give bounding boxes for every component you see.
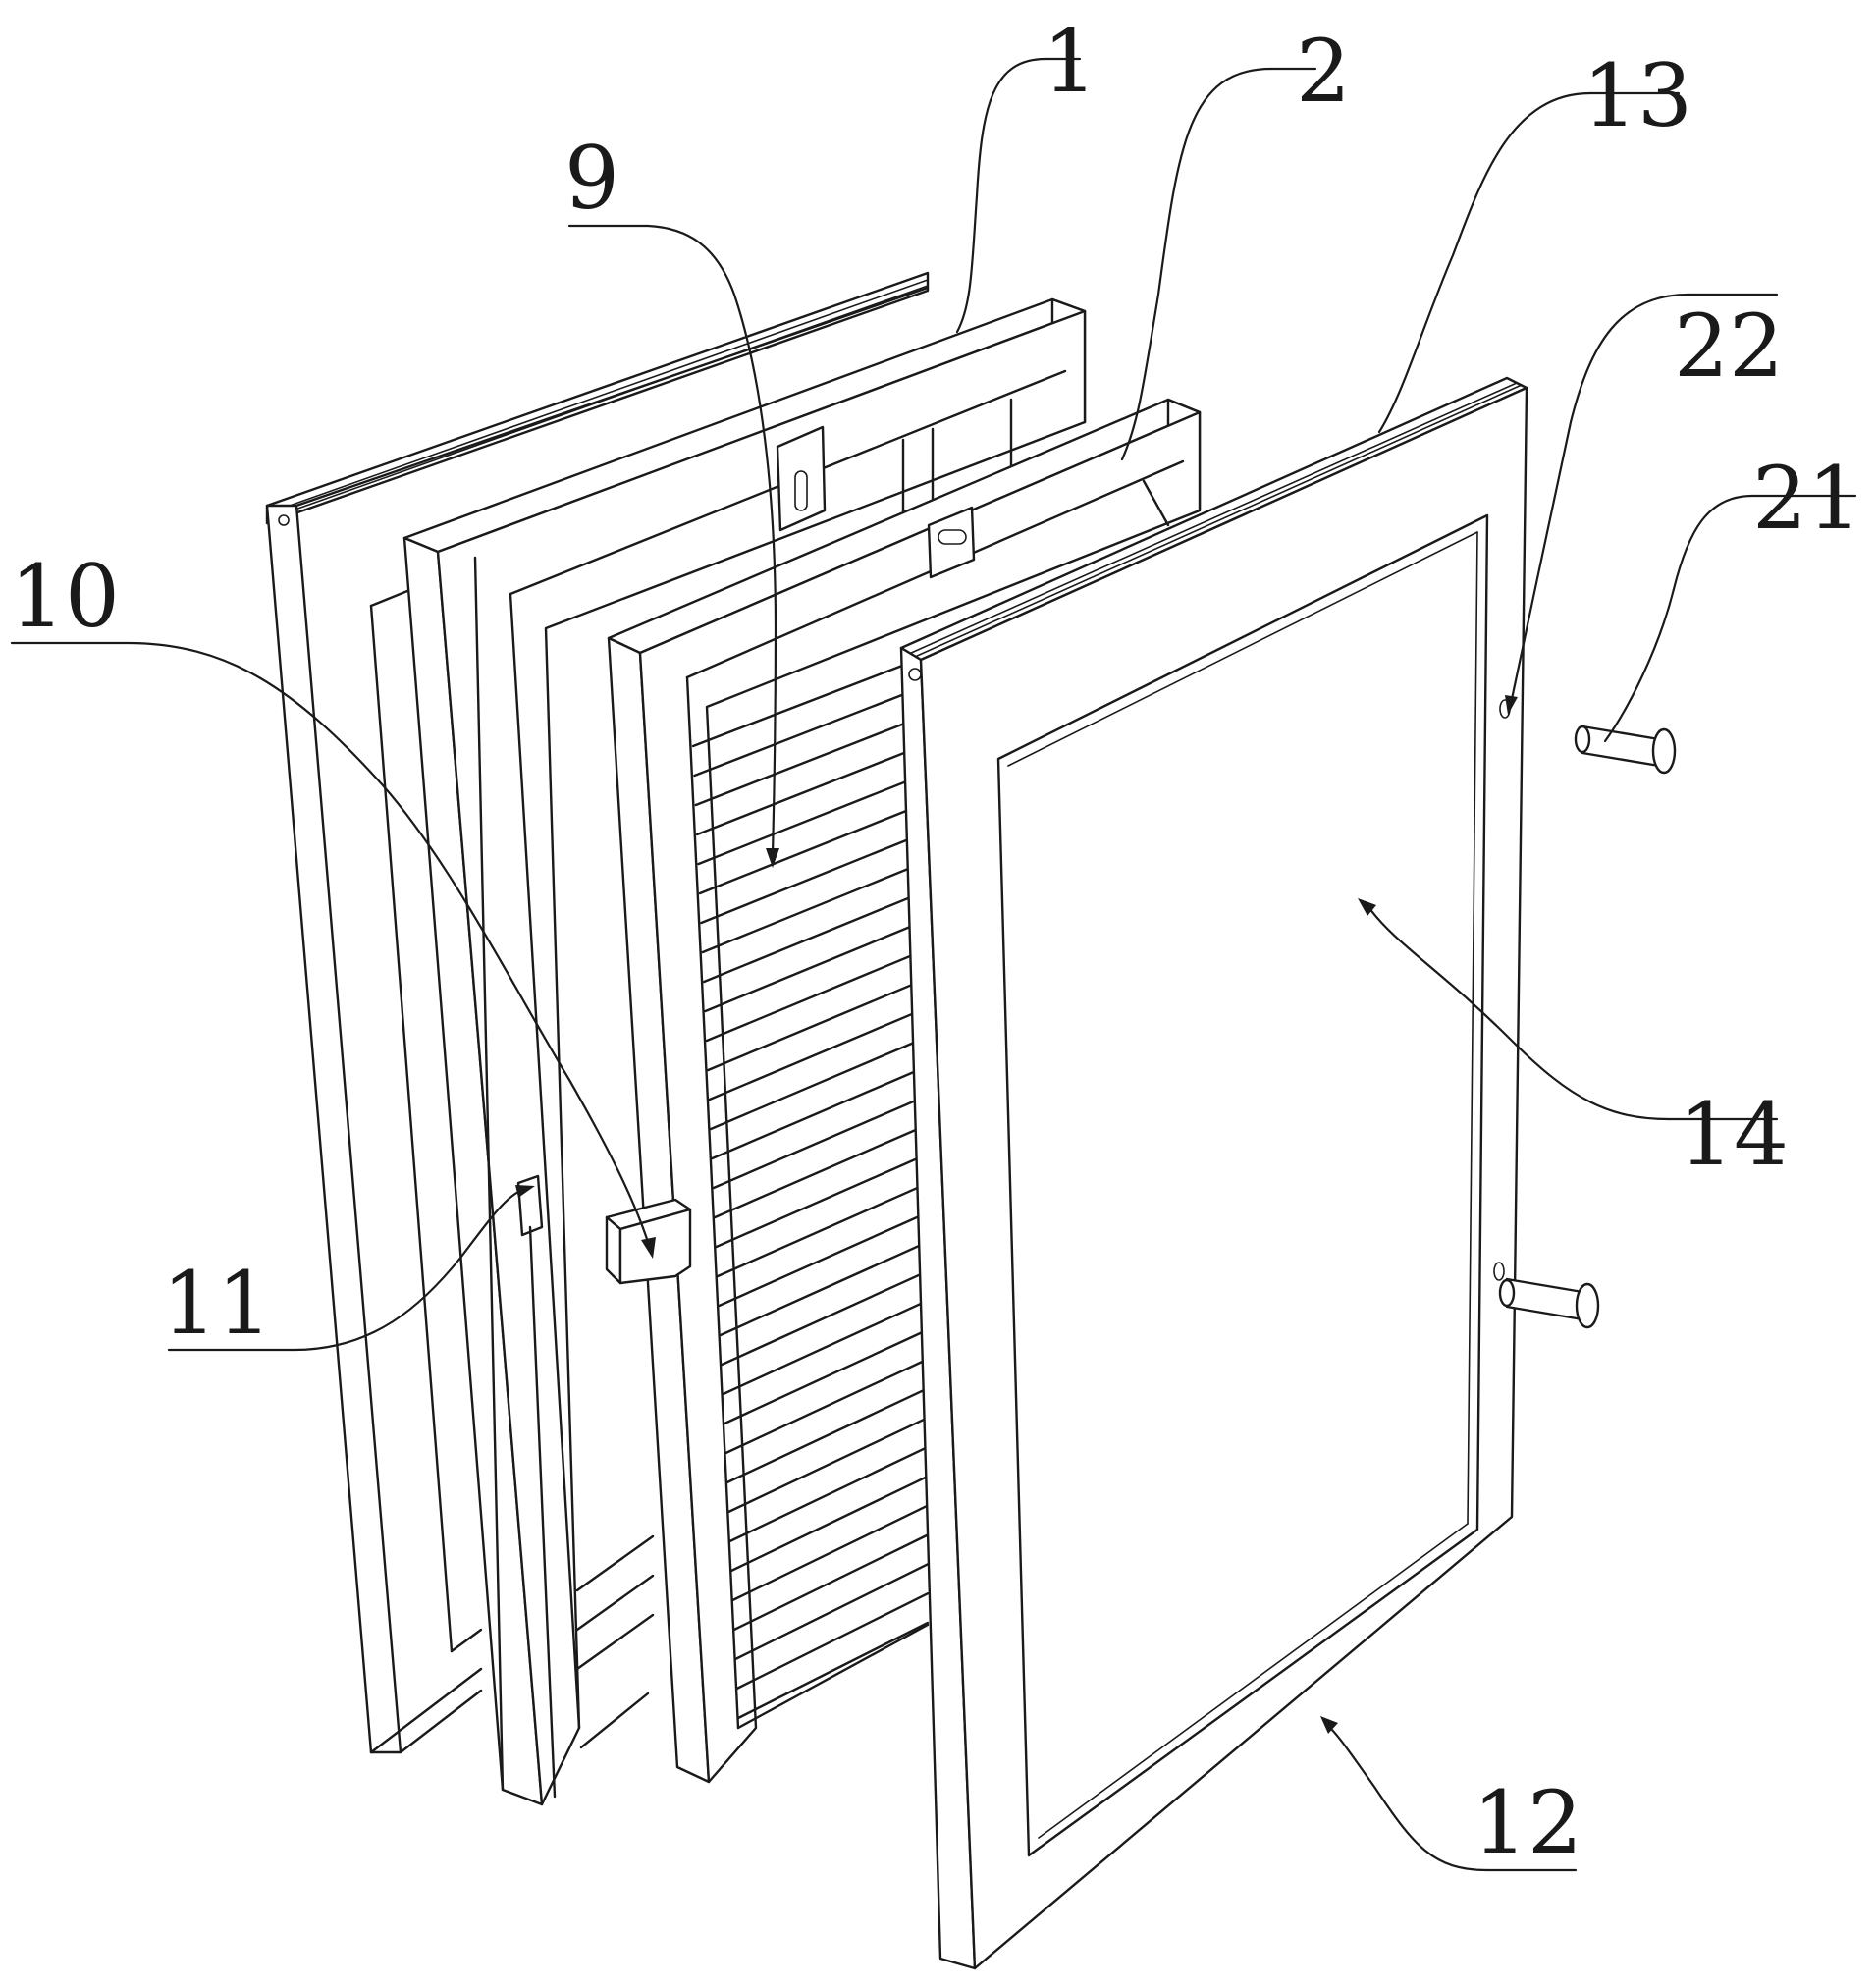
louver-slat bbox=[699, 773, 928, 864]
louver-slat bbox=[713, 1066, 929, 1158]
louver-slat bbox=[718, 1183, 928, 1276]
louver-slat bbox=[707, 949, 928, 1042]
louver-slat bbox=[732, 1506, 928, 1600]
louver-slat bbox=[724, 1301, 928, 1394]
louver-slat bbox=[703, 861, 928, 952]
louver-slat bbox=[722, 1271, 928, 1365]
louver-slat bbox=[731, 1477, 928, 1571]
louver-slat bbox=[714, 1096, 928, 1188]
label-14: 14 bbox=[1679, 1084, 1789, 1185]
label-9: 9 bbox=[564, 128, 619, 229]
louver-slat bbox=[715, 1125, 928, 1217]
label-2: 2 bbox=[1296, 21, 1351, 122]
louver-slat bbox=[708, 978, 928, 1070]
label-11: 11 bbox=[162, 1253, 272, 1354]
louver-slat bbox=[697, 744, 928, 835]
louver-slat bbox=[701, 832, 928, 923]
louver-slat bbox=[696, 715, 928, 805]
louver-slat bbox=[734, 1535, 928, 1631]
label-1: 1 bbox=[1043, 11, 1098, 112]
louver-slat bbox=[721, 1242, 928, 1335]
louver-slat bbox=[728, 1418, 928, 1512]
louver-slat bbox=[720, 1212, 929, 1306]
louver-slat bbox=[724, 1330, 928, 1424]
pin-top bbox=[1576, 726, 1675, 773]
label-12: 12 bbox=[1473, 1772, 1582, 1873]
label-21: 21 bbox=[1752, 448, 1862, 549]
louver-slat bbox=[727, 1388, 928, 1482]
louver-slat bbox=[730, 1447, 928, 1541]
label-13: 13 bbox=[1582, 45, 1692, 146]
louver-slat bbox=[706, 920, 929, 1011]
louver-slat bbox=[717, 1154, 928, 1247]
louver-slat bbox=[710, 1007, 928, 1100]
louver-slat bbox=[735, 1564, 928, 1659]
louver-slat bbox=[738, 1623, 928, 1718]
label-22: 22 bbox=[1674, 296, 1784, 397]
louver-slat bbox=[711, 1037, 928, 1129]
label-10: 10 bbox=[10, 546, 120, 647]
front-frame bbox=[901, 378, 1527, 1968]
louver-slat bbox=[700, 802, 928, 893]
louver-slat bbox=[726, 1359, 929, 1453]
louver-slat bbox=[704, 890, 928, 982]
